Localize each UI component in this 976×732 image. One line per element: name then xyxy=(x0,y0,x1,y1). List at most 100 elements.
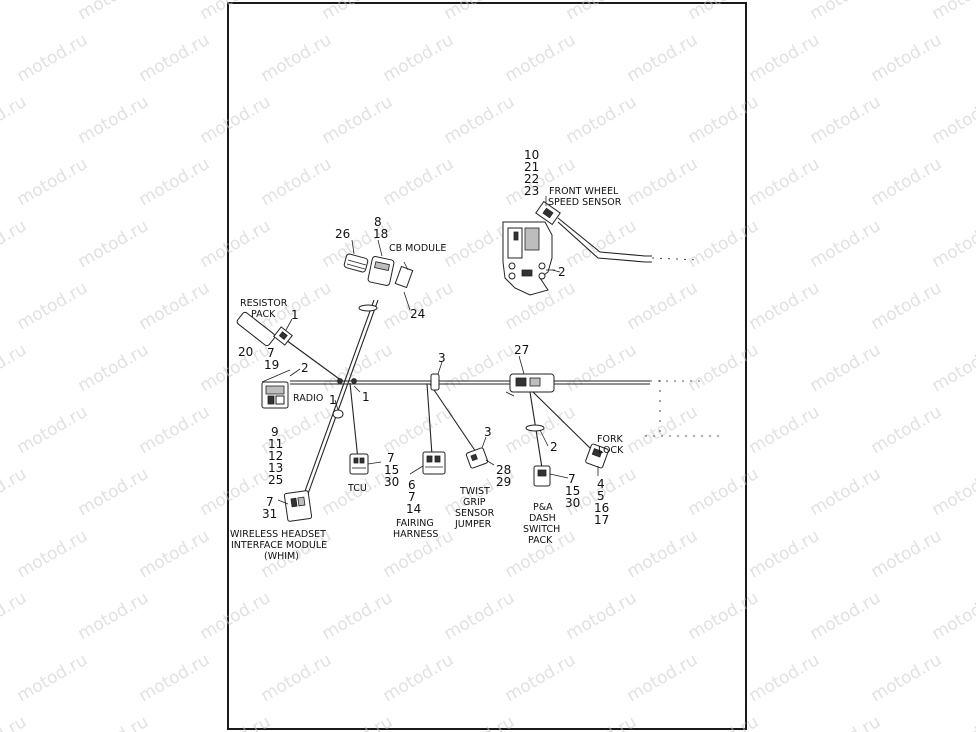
label-harness: HARNESS xyxy=(393,529,438,540)
label-fork: FORK xyxy=(597,434,624,445)
label-dash: DASH xyxy=(529,513,556,524)
callout-2-strap: 2 xyxy=(550,440,558,454)
label-cb-module: CB MODULE xyxy=(389,243,446,254)
watermark-text: motod.ru xyxy=(746,30,824,86)
callout-1-resistor: 1 xyxy=(291,308,299,322)
label-sensor: SENSOR xyxy=(455,508,495,519)
watermark-text: motod.ru xyxy=(807,0,885,24)
watermark-text: motod.ru xyxy=(563,0,641,24)
label-switch: SWITCH xyxy=(523,524,560,535)
inline-connector-icon xyxy=(430,373,440,391)
watermark-text: motod.ru xyxy=(502,30,580,86)
watermark-text: motod.ru xyxy=(197,92,275,148)
watermark-text: motod.ru xyxy=(563,92,641,148)
watermark-text: motod.ru xyxy=(258,154,336,210)
fork-lock-icon xyxy=(585,443,609,469)
callout-7-whim: 7 xyxy=(266,495,274,509)
watermark-text: motod.ru xyxy=(319,92,397,148)
callout-1-right: 1 xyxy=(362,390,370,404)
watermark-text: motod.ru xyxy=(929,92,976,148)
callout-6: 6 xyxy=(408,478,416,492)
watermark-text: motod.ru xyxy=(75,588,153,644)
watermark-text: motod.ru xyxy=(746,278,824,334)
watermark-text: motod.ru xyxy=(380,650,458,706)
watermark-text: motod.ru xyxy=(441,92,519,148)
callout-16: 16 xyxy=(594,501,609,515)
watermark-text: motod.ru xyxy=(75,216,153,272)
watermark-text: motod.ru xyxy=(685,0,763,24)
label-resistor: RESISTOR xyxy=(240,298,288,309)
watermark-text: motod.ru xyxy=(563,340,641,396)
callout-17: 17 xyxy=(594,513,609,527)
watermark-text: motod.ru xyxy=(14,278,92,334)
wire-harness xyxy=(285,217,701,506)
watermark-text: motod.ru xyxy=(563,712,641,732)
callout-10: 10 xyxy=(524,148,539,162)
resistor-pack-icon xyxy=(236,311,293,347)
watermark-text: motod.ru xyxy=(136,278,214,334)
callout-31: 31 xyxy=(262,507,277,521)
label-fairing: FAIRING xyxy=(396,518,434,529)
callout-24: 24 xyxy=(410,307,425,321)
watermark-text: motod.ru xyxy=(197,712,275,732)
watermark-text: motod.ru xyxy=(441,712,519,732)
callout-26: 26 xyxy=(335,227,350,241)
watermark-text: motod.ru xyxy=(14,650,92,706)
callout-7-pa: 7 xyxy=(568,472,576,486)
label-lock: LOCK xyxy=(598,445,624,456)
watermark-text: motod.ru xyxy=(685,464,763,520)
callout-30-tcu: 30 xyxy=(384,475,399,489)
leader-lines xyxy=(277,196,599,505)
watermark-text: motod.ru xyxy=(563,588,641,644)
label-interface-module: INTERFACE MODULE xyxy=(231,540,327,551)
cb-module-icon xyxy=(367,256,414,289)
label-whim: (WHIM) xyxy=(264,551,299,562)
watermark-text: motod.ru xyxy=(563,216,641,272)
callout-7-tcu: 7 xyxy=(387,451,395,465)
watermark-text: motod.ru xyxy=(746,526,824,582)
callout-2-radio: 2 xyxy=(301,361,309,375)
callout-14: 14 xyxy=(406,502,421,516)
callout-5: 5 xyxy=(597,489,605,503)
watermark-text: motod.ru xyxy=(868,154,946,210)
watermark-text: motod.ru xyxy=(624,526,702,582)
radio-icon xyxy=(261,369,291,409)
watermark-text: motod.ru xyxy=(929,0,976,24)
watermark-text: motod.ru xyxy=(319,340,397,396)
callout-27: 27 xyxy=(514,343,529,357)
label-radio: RADIO xyxy=(293,393,323,404)
callout-4: 4 xyxy=(597,477,605,491)
watermark-text: motod.ru xyxy=(868,526,946,582)
watermark-text: motod.ru xyxy=(929,464,976,520)
watermark-text: motod.ru xyxy=(14,402,92,458)
watermark-text: motod.ru xyxy=(14,30,92,86)
callout-20: 20 xyxy=(238,345,253,359)
pa-dash-switch-connector-icon xyxy=(533,465,551,487)
label-twist: TWIST xyxy=(459,486,490,497)
front-wheel-speed-sensor-icon xyxy=(535,200,561,226)
label-front-wheel: FRONT WHEEL xyxy=(549,186,619,197)
callout-15-tcu: 15 xyxy=(384,463,399,477)
callout-21: 21 xyxy=(524,160,539,174)
callout-15-pa: 15 xyxy=(565,484,580,498)
callout-8: 8 xyxy=(374,215,382,229)
watermark-text: motod.ru xyxy=(0,0,30,24)
callout-23: 23 xyxy=(524,184,539,198)
callout-25: 25 xyxy=(268,473,283,487)
callout-1-left: 1 xyxy=(329,393,337,407)
watermark-text: motod.ru xyxy=(807,588,885,644)
watermark-text: motod.ru xyxy=(14,154,92,210)
component-labels: FRONT WHEEL SPEED SENSOR CB MODULE RESIS… xyxy=(230,186,624,562)
watermark-text: motod.ru xyxy=(14,526,92,582)
watermark-text: motod.ru xyxy=(136,650,214,706)
label-jumper: JUMPER xyxy=(454,519,492,530)
callout-3-twist: 3 xyxy=(484,425,492,439)
watermark-text: motod.ru xyxy=(868,278,946,334)
callout-13: 13 xyxy=(268,461,283,475)
watermark-text: motod.ru xyxy=(0,92,30,148)
watermark-text: motod.ru xyxy=(624,650,702,706)
watermark-text: motod.ru xyxy=(746,650,824,706)
label-switch-pack: PACK xyxy=(528,535,553,546)
watermark-text: motod.ru xyxy=(0,712,30,732)
